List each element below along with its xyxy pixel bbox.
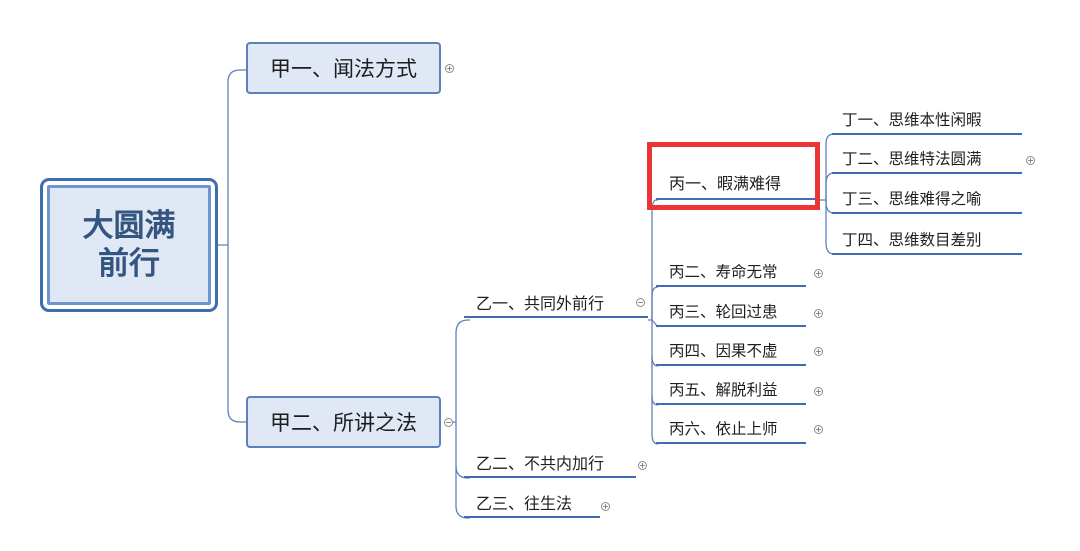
topic-label: 丙三、轮回过患 <box>669 303 778 321</box>
topic-label: 甲二、所讲之法 <box>270 411 417 435</box>
topic-ding3[interactable]: 丁三、思维难得之喻 <box>832 184 1022 214</box>
topic-label: 丁一、思维本性闲暇 <box>842 111 982 129</box>
topic-label: 乙三、往生法 <box>476 494 573 513</box>
topic-label: 丙六、依止上师 <box>669 420 778 438</box>
topic-yi3[interactable]: 乙三、往生法 <box>464 488 600 518</box>
topic-jia1[interactable]: 甲一、闻法方式 <box>246 42 441 94</box>
topic-label: 丁三、思维难得之喻 <box>842 190 982 208</box>
topic-bing6[interactable]: 丙六、依止上师 <box>656 414 806 444</box>
collapse-icon[interactable]: − <box>636 298 645 307</box>
topic-label: 丙四、因果不虚 <box>669 342 778 360</box>
topic-ding1[interactable]: 丁一、思维本性闲暇 <box>832 105 1022 135</box>
connector-yi1-bing1 <box>648 199 658 321</box>
connector-root-jia1 <box>218 69 246 246</box>
connector-root-jia2 <box>227 245 246 423</box>
expand-icon[interactable]: + <box>638 461 647 470</box>
topic-bing1[interactable]: 丙一、暇满难得 <box>656 166 816 200</box>
root-title-line1: 大圆满 <box>82 208 176 244</box>
topic-label: 丙一、暇满难得 <box>669 174 782 193</box>
expand-icon[interactable]: + <box>1026 156 1035 165</box>
expand-icon[interactable]: + <box>445 64 454 73</box>
connector-yi1-bing2 <box>651 286 659 320</box>
topic-ding4[interactable]: 丁四、思维数目差别 <box>832 225 1022 255</box>
topic-label: 丁二、思维特法圆满 <box>842 150 982 168</box>
root-topic[interactable]: 大圆满 前行 <box>40 178 218 312</box>
expand-icon[interactable]: + <box>814 425 823 434</box>
topic-bing2[interactable]: 丙二、寿命无常 <box>656 257 806 287</box>
expand-icon[interactable]: + <box>814 347 823 356</box>
expand-icon[interactable]: + <box>814 309 823 318</box>
topic-label: 甲一、闻法方式 <box>270 57 417 81</box>
topic-ding2[interactable]: 丁二、思维特法圆满 <box>832 144 1022 174</box>
topic-yi1[interactable]: 乙一、共同外前行 <box>464 288 648 318</box>
topic-yi2[interactable]: 乙二、不共内加行 <box>464 448 636 478</box>
topic-bing3[interactable]: 丙三、轮回过患 <box>656 297 806 327</box>
collapse-icon[interactable]: − <box>444 418 453 427</box>
topic-label: 丙二、寿命无常 <box>669 263 778 281</box>
topic-bing5[interactable]: 丙五、解脱利益 <box>656 375 806 405</box>
expand-icon[interactable]: + <box>814 269 823 278</box>
topic-bing4[interactable]: 丙四、因果不虚 <box>656 336 806 366</box>
topic-label: 丁四、思维数目差别 <box>842 231 982 249</box>
connector-jia2-yi3 <box>455 466 470 519</box>
topic-label: 乙一、共同外前行 <box>476 294 605 313</box>
expand-icon[interactable]: + <box>601 502 610 511</box>
topic-label: 乙二、不共内加行 <box>476 454 605 473</box>
connector-jia2-yi1 <box>450 319 470 423</box>
expand-icon[interactable]: + <box>814 387 823 396</box>
topic-label: 丙五、解脱利益 <box>669 381 778 399</box>
topic-jia2[interactable]: 甲二、所讲之法 <box>246 396 441 448</box>
highlight-box <box>647 142 820 210</box>
root-title-line2: 前行 <box>98 246 160 282</box>
